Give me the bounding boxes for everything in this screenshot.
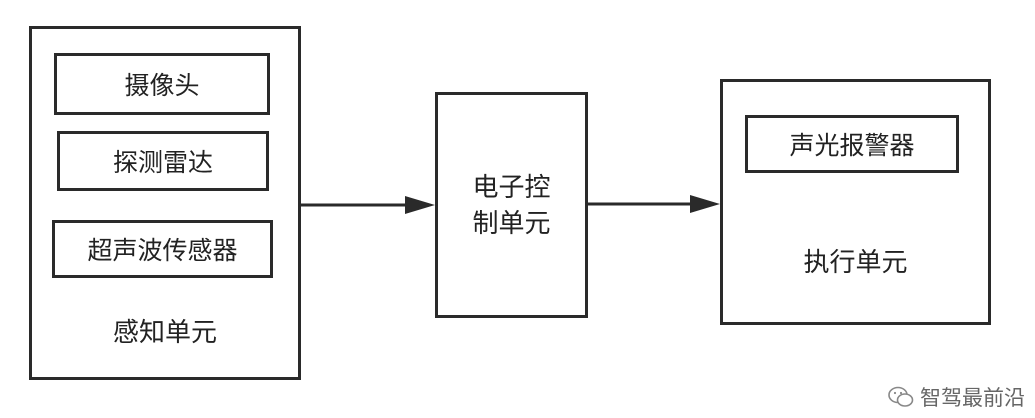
radar-label: 探测雷达: [112, 148, 213, 177]
ecu-label-line2: 制单元: [472, 209, 551, 239]
execution-unit-label: 执行单元: [803, 248, 908, 278]
arrow-perception-to-ecu: [301, 196, 435, 214]
camera-label: 摄像头: [124, 71, 200, 100]
ecu-box: [435, 92, 588, 318]
ecu-label: 电子控 制单元: [435, 170, 588, 242]
wechat-icon: [888, 386, 914, 407]
ecu-label-line1: 电子控: [472, 173, 551, 203]
arrow-ecu-to-execution: [588, 195, 720, 213]
alarm-box: 声光报警器: [745, 115, 959, 173]
alarm-label: 声光报警器: [789, 131, 915, 160]
perception-unit-label: 感知单元: [112, 318, 217, 348]
radar-box: 探测雷达: [57, 131, 269, 191]
ultrasonic-sensor-label: 超声波传感器: [87, 236, 238, 265]
watermark-text: 智驾最前沿: [920, 386, 1025, 410]
watermark: 智驾最前沿: [888, 382, 1025, 412]
ultrasonic-sensor-box: 超声波传感器: [52, 220, 273, 278]
camera-box: 摄像头: [54, 53, 270, 115]
